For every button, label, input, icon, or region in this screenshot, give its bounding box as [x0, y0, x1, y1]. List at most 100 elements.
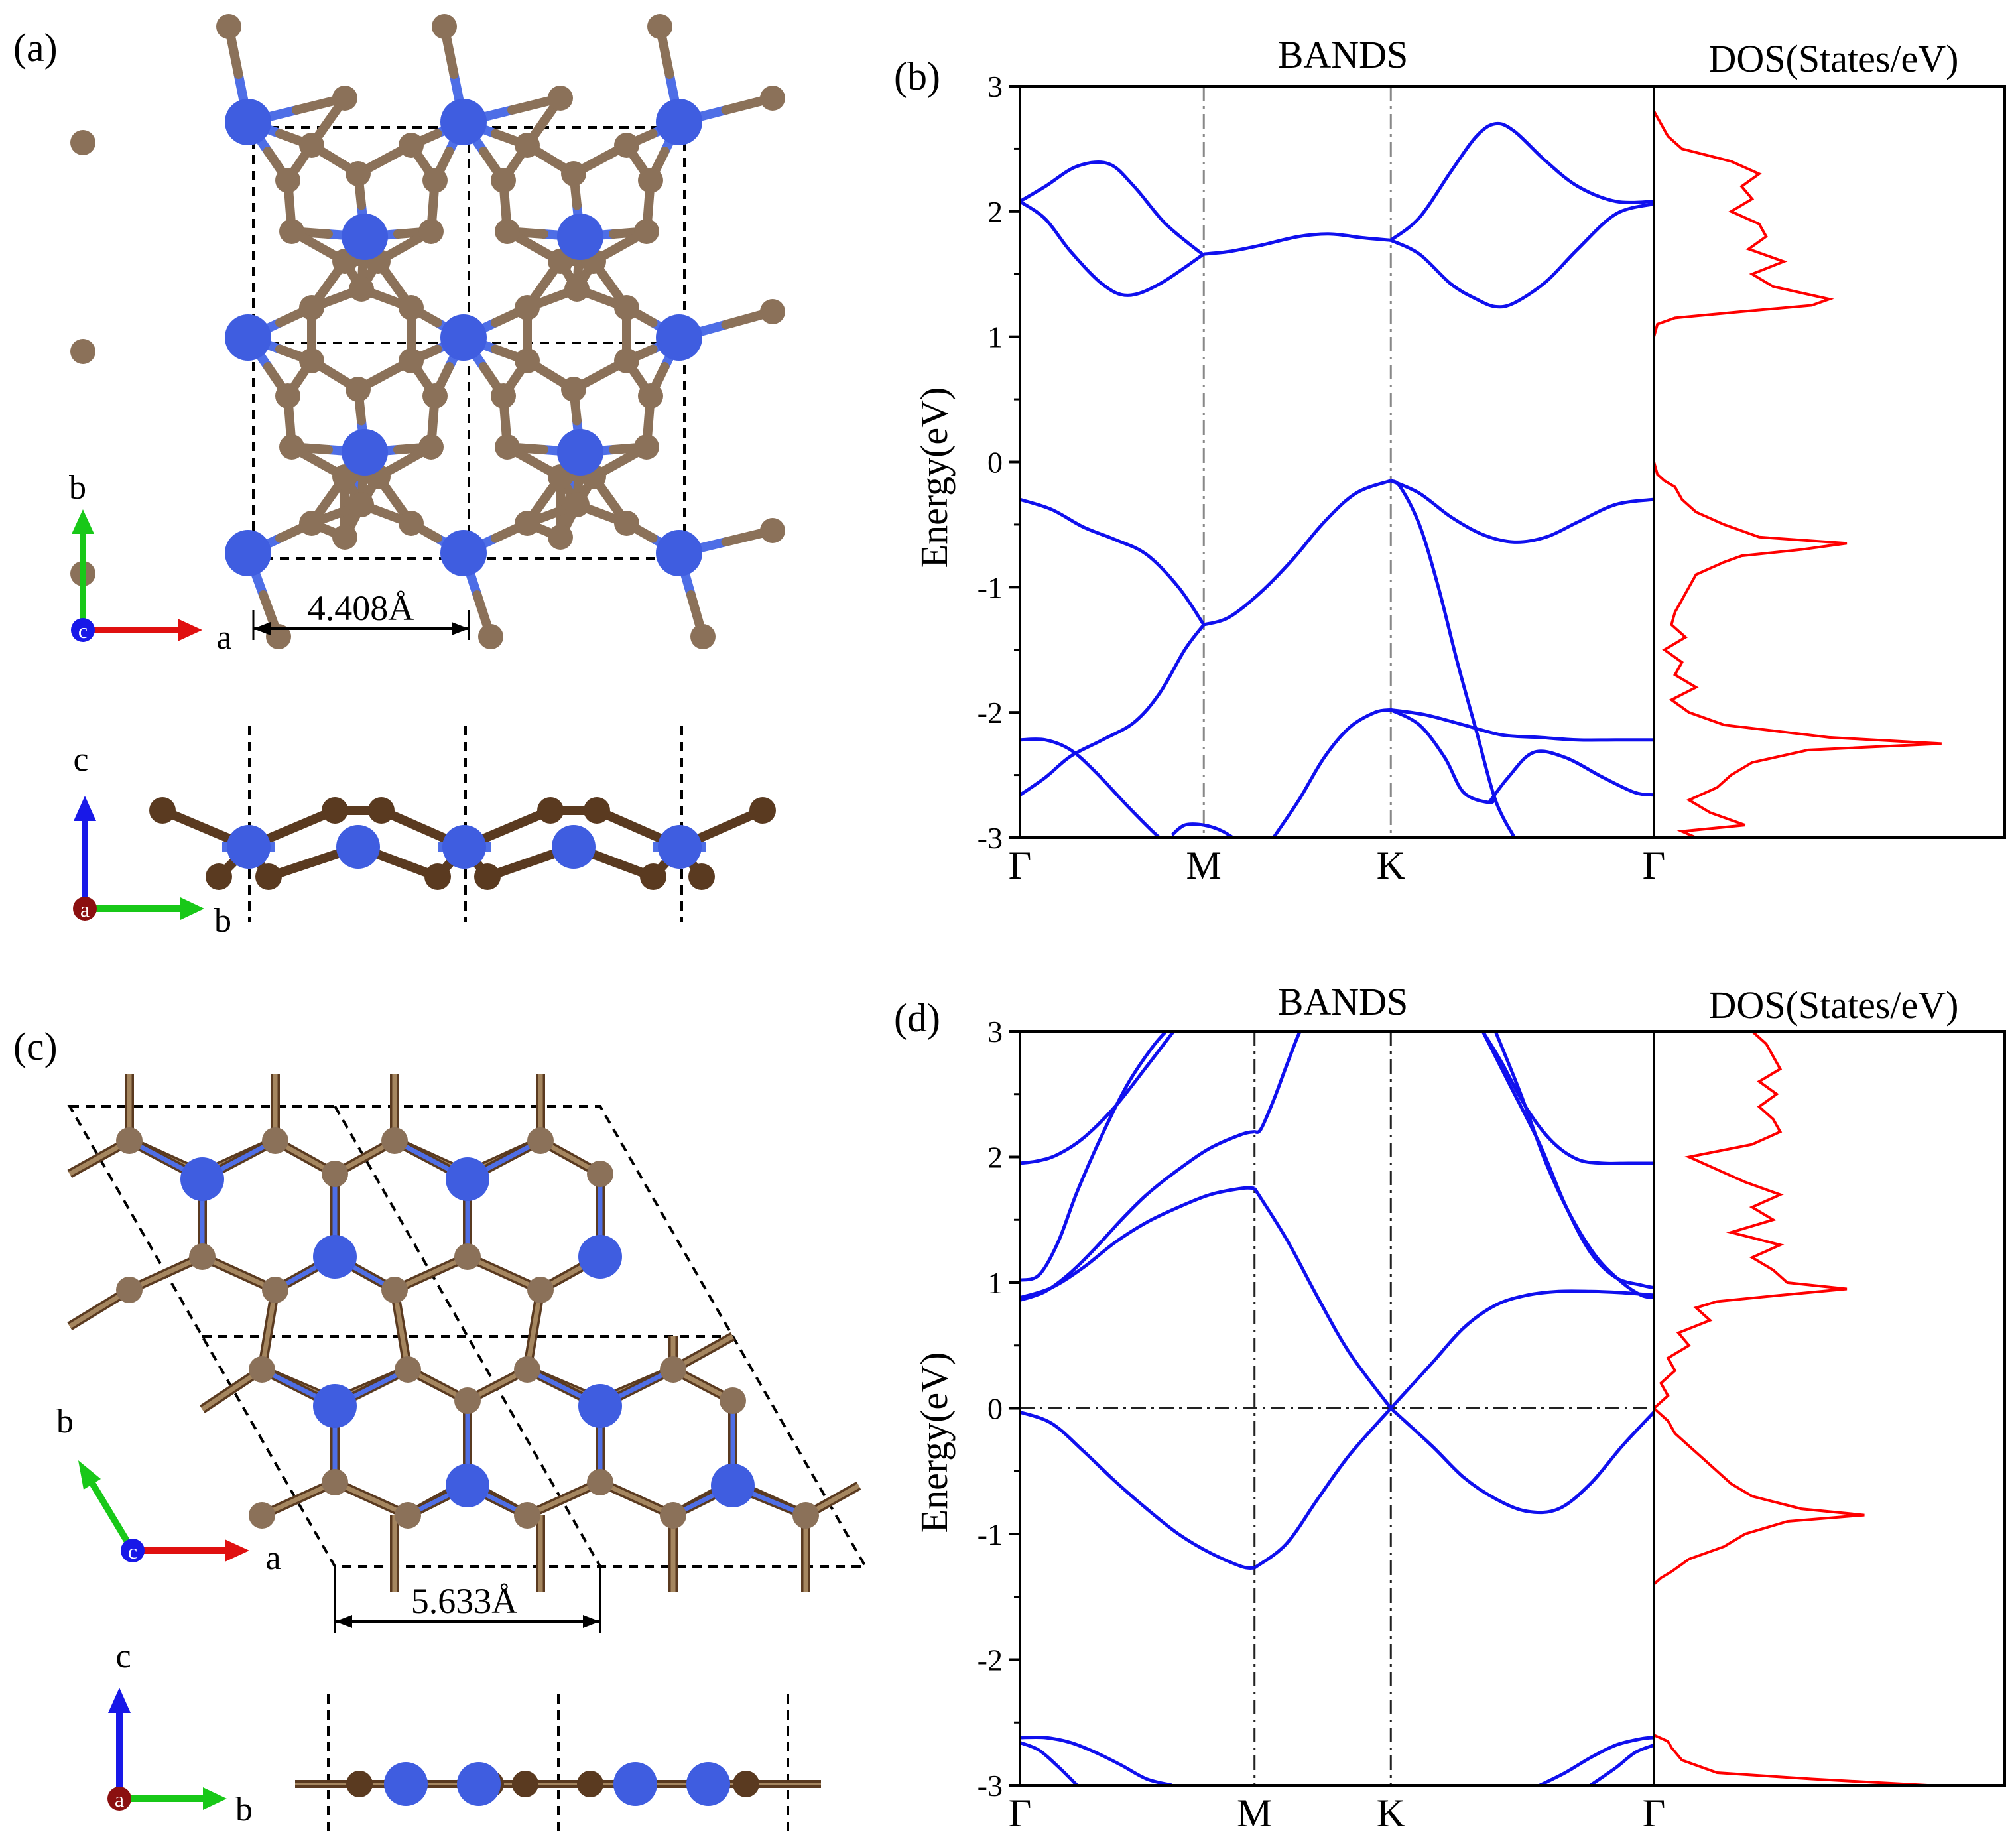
bands-title-d: BANDS — [1278, 980, 1409, 1023]
band-line-3 — [1389, 121, 1654, 242]
axis-a-label-c: a — [265, 1539, 281, 1577]
carbon-atom — [561, 377, 586, 402]
carbon-atom — [749, 797, 776, 824]
carbon-atom — [299, 348, 324, 373]
metal-atom — [557, 429, 603, 476]
carbon-atom — [720, 1387, 746, 1414]
carbon-atom — [474, 863, 501, 890]
band-line-14 — [1390, 708, 1654, 742]
band-line-6 — [1020, 1130, 1255, 1302]
carbon-atom — [760, 518, 785, 543]
structure-c-side-view — [295, 1694, 821, 1834]
carbon-atom — [322, 1469, 348, 1495]
bands-frame — [1019, 85, 1655, 839]
y-axis-label-b: Energy(eV) — [913, 387, 956, 568]
y-tick-label: 0 — [987, 1392, 1003, 1426]
y-tick-label: -3 — [977, 1769, 1003, 1803]
carbon-atom — [422, 168, 448, 193]
carbon-carbon-bond — [259, 1289, 278, 1370]
carbon-carbon-bond — [201, 1254, 277, 1293]
carbon-atom — [381, 1127, 408, 1154]
y-tick-label: 2 — [987, 1141, 1003, 1175]
metal-atom — [446, 1464, 489, 1507]
structure-a-side-view — [149, 726, 776, 922]
axis-c-label-c-side: c — [115, 1637, 131, 1675]
carbon-atom — [349, 277, 374, 302]
band-line-15 — [1487, 749, 1654, 804]
carbon-atom — [422, 383, 448, 409]
carbon-atom — [279, 434, 304, 460]
axis-triad-a-side: a c b — [73, 741, 231, 940]
axis-a-label-c-side: a — [115, 1787, 124, 1811]
carbon-atom — [491, 168, 516, 193]
y-tick-label: -1 — [977, 1517, 1003, 1551]
carbon-atom — [561, 161, 586, 186]
carbon-atom — [346, 161, 371, 186]
band-line-0 — [1020, 1410, 1255, 1570]
kpoint-label: Γ — [1009, 1791, 1032, 1835]
carbon-atom — [381, 1277, 408, 1303]
carbon-atom — [418, 219, 444, 244]
kpoint-label: Γ — [1643, 1791, 1666, 1835]
kpoint-label: Γ — [1009, 844, 1032, 887]
carbon-atom — [587, 1469, 613, 1495]
carbon-atom — [149, 797, 176, 824]
carbon-atom — [116, 1277, 143, 1303]
carbon-carbon-bond — [261, 1480, 336, 1518]
axis-triad-a-top: c b a — [69, 469, 232, 657]
metal-atom — [440, 314, 487, 361]
band-line-11 — [1170, 822, 1236, 838]
metal-atom — [686, 1762, 730, 1806]
band-line-15 — [1539, 1736, 1654, 1785]
y-tick-label: -2 — [977, 696, 1003, 730]
carbon-atom — [584, 797, 610, 824]
carbon-atom — [548, 525, 573, 550]
carbon-atom — [454, 1387, 481, 1414]
carbon-atom — [614, 348, 639, 373]
metal-atom — [711, 1464, 755, 1507]
carbon-carbon-bond — [128, 1254, 204, 1293]
carbon-carbon-bond — [525, 1289, 543, 1370]
carbon-atom — [614, 511, 639, 536]
panel-label-c: (c) — [13, 1025, 58, 1068]
carbon-atom — [399, 348, 424, 373]
carbon-atom — [275, 168, 300, 193]
band-line-10 — [1020, 737, 1163, 838]
carbon-atom — [548, 86, 573, 111]
carbon-atom — [614, 295, 639, 320]
carbon-atom — [299, 295, 324, 320]
metal-atom — [225, 530, 271, 576]
metal-atom — [313, 1384, 357, 1428]
y-tick-label: 2 — [987, 195, 1003, 229]
carbon-atom — [688, 863, 715, 890]
metal-atom — [336, 825, 380, 869]
metal-atom — [457, 1762, 501, 1806]
band-line-9 — [1020, 1031, 1168, 1282]
carbon-atom — [515, 511, 540, 536]
carbon-atom — [537, 797, 564, 824]
carbon-atom — [660, 1356, 686, 1383]
atoms-a — [70, 14, 785, 649]
panel-label-a: (a) — [13, 26, 58, 70]
band-line-10 — [1481, 1031, 1654, 1290]
panel-label-d: (d) — [894, 996, 940, 1040]
metal-atom — [180, 1157, 224, 1201]
dos-title-d: DOS(States/eV) — [1709, 984, 1959, 1027]
y-tick-label: 0 — [987, 446, 1003, 479]
carbon-atom — [660, 1502, 686, 1529]
band-line-5 — [1389, 1289, 1654, 1410]
carbon-atom — [495, 434, 520, 460]
carbon-atom — [640, 863, 666, 890]
carbon-atom — [690, 624, 716, 649]
kpoint-label: M — [1237, 1791, 1272, 1835]
panel-label-b: (b) — [894, 54, 940, 98]
band-line-9 — [1020, 623, 1206, 796]
carbon-atom — [70, 130, 95, 155]
metal-atom — [658, 825, 702, 869]
axis-b-label-a: b — [69, 469, 86, 507]
carbon-atom — [432, 14, 457, 39]
y-tick-label: -1 — [977, 570, 1003, 604]
metal-atom — [578, 1384, 622, 1428]
carbon-atom — [760, 299, 785, 324]
carbon-atom — [279, 219, 304, 244]
